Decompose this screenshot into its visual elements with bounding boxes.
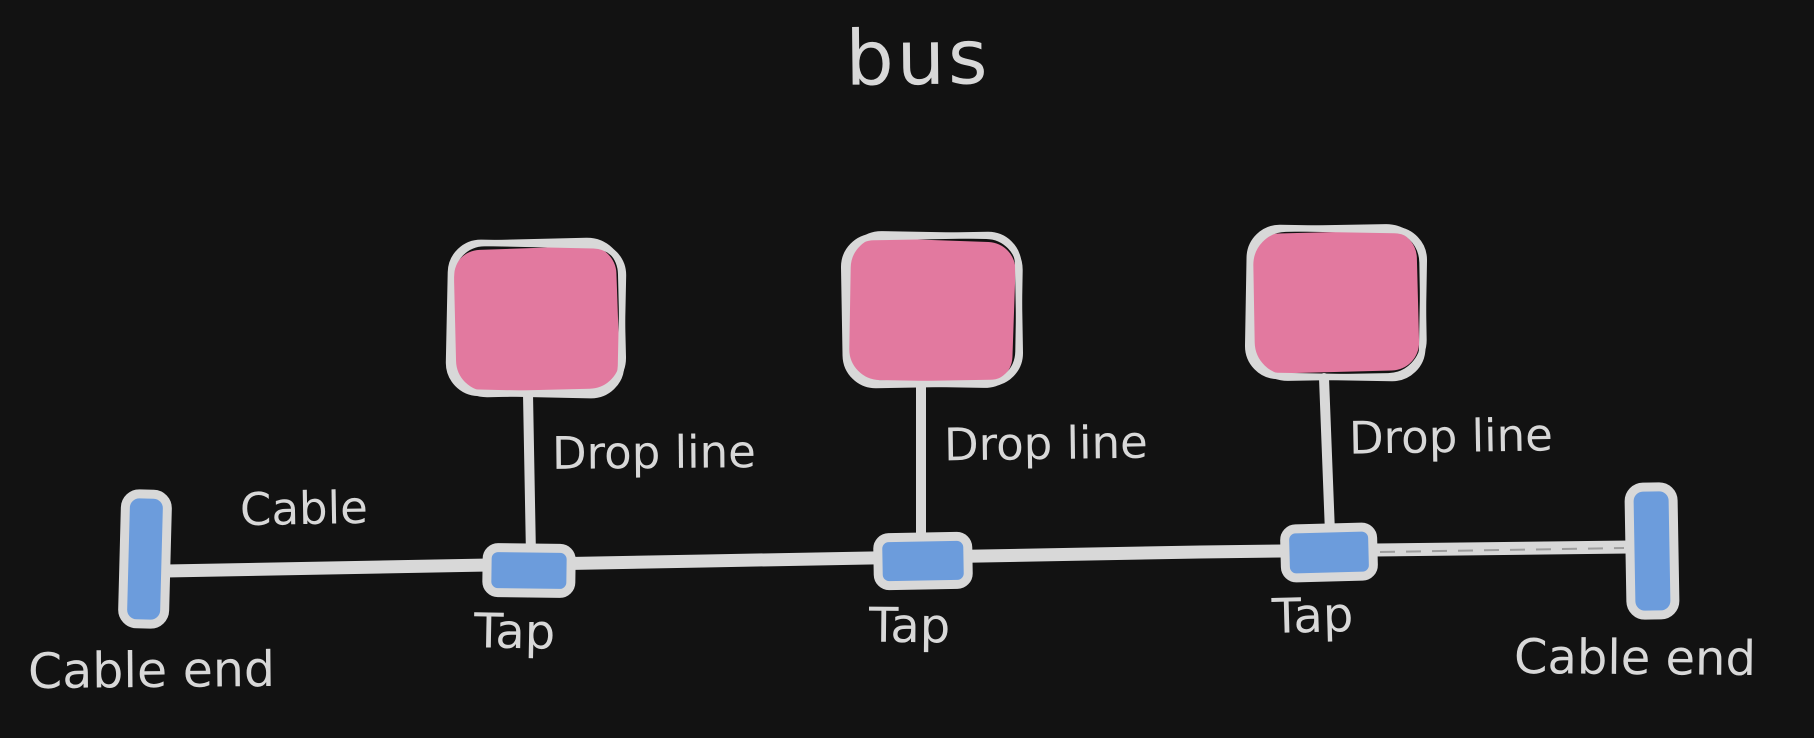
cable-dash-overlay [1379,547,1625,553]
drop-line-label-1: Drop line [551,425,757,480]
cable-end-label-right: Cable end [1513,628,1757,688]
cable-end-label-left: Cable end [27,640,276,701]
cable-end-right [1624,482,1680,620]
tap-3 [1280,522,1378,583]
tap-label-2: Tap [868,597,951,655]
diagram-title: bus [845,12,991,103]
drop-line-1 [523,389,536,561]
cable-end-left [118,489,172,629]
node-1 [445,237,627,399]
drop-line-3 [1319,373,1335,538]
tap-label-1: Tap [473,603,556,661]
tap-2 [873,531,973,591]
bus-cable-line [159,540,1637,578]
tap-1 [482,543,576,598]
tap-label-3: Tap [1271,586,1354,646]
node-2 [840,231,1024,389]
cable-label: Cable [239,480,369,537]
node-3 [1244,224,1428,382]
drop-line-label-3: Drop line [1348,408,1554,465]
drop-line-label-2: Drop line [943,415,1149,472]
